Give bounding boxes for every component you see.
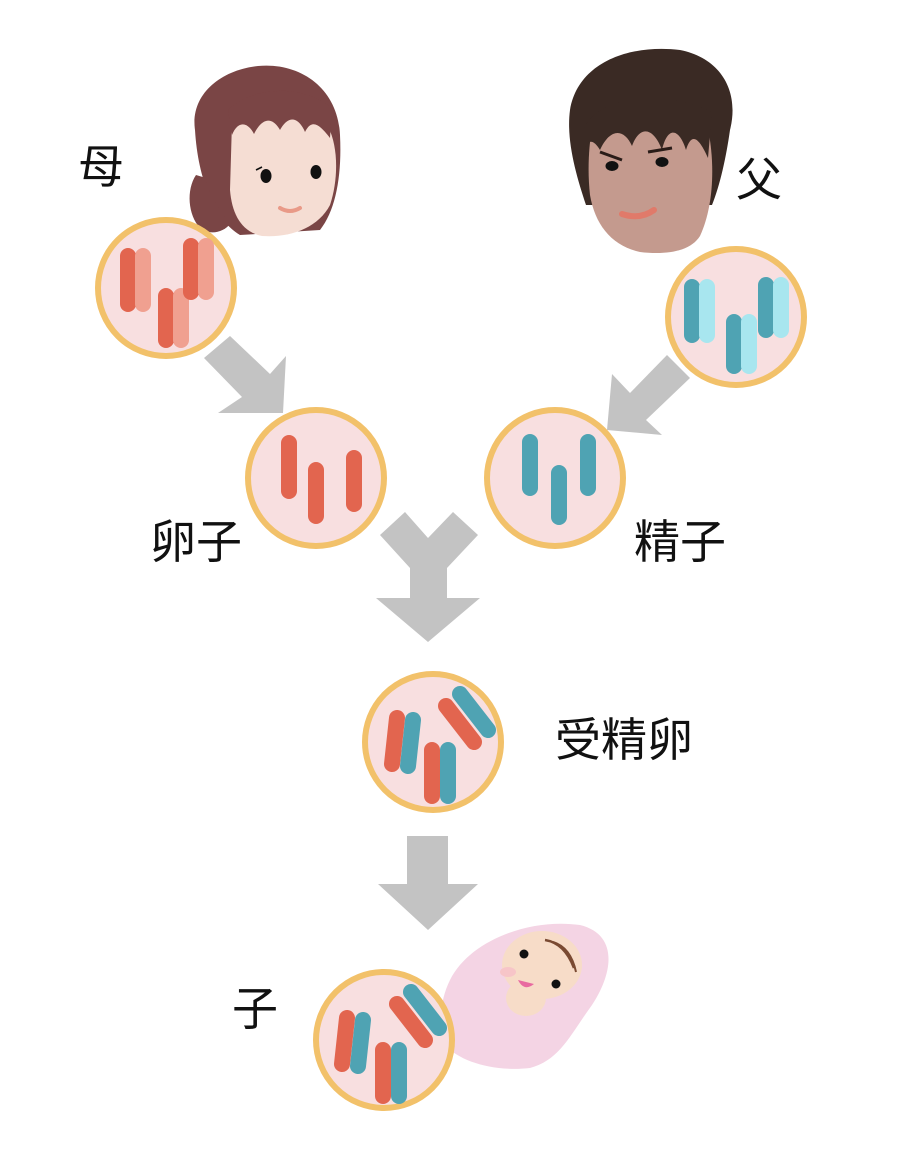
father-cell [665, 246, 807, 388]
sperm-cell [484, 407, 626, 549]
child-cell [313, 969, 455, 1111]
arrow-father-to-sperm [607, 355, 690, 435]
mother-face-icon [189, 65, 341, 237]
arrow-mother-to-egg [204, 336, 286, 413]
father-face-icon [569, 48, 733, 254]
label-mother: 母 [78, 140, 124, 194]
label-father: 父 [736, 153, 782, 207]
egg-cell [245, 407, 387, 549]
baby-icon [440, 923, 609, 1069]
label-zygote: 受精卵 [555, 713, 693, 767]
arrow-zygote-to-child [378, 836, 478, 930]
mother-cell [95, 217, 237, 359]
zygote-cell [362, 671, 504, 813]
arrow-merge-to-zygote [376, 512, 480, 642]
label-egg: 卵子 [150, 515, 242, 569]
label-sperm: 精子 [634, 515, 726, 569]
label-child: 子 [232, 982, 278, 1036]
